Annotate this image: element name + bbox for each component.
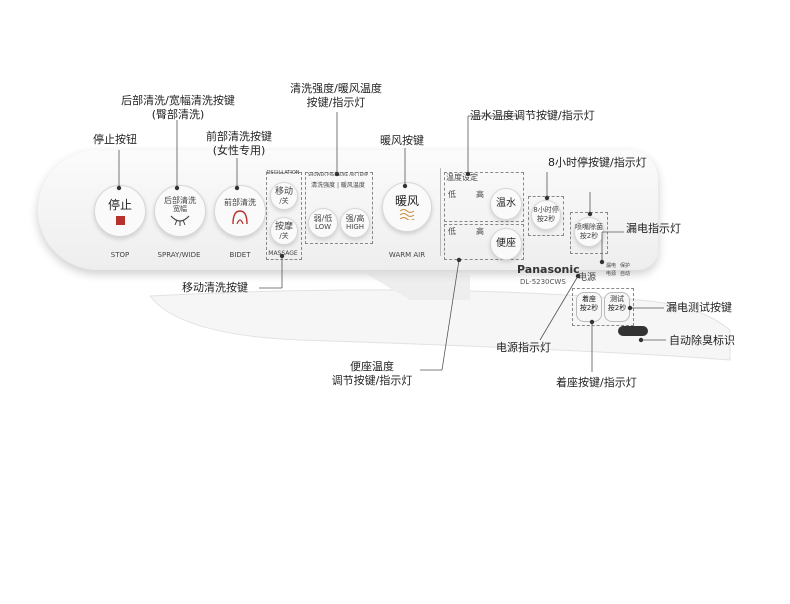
label-strength-line1: 清洗强度/暖风温度	[290, 82, 382, 95]
warm-air-icon	[399, 209, 415, 220]
stop-button[interactable]: 停止	[94, 185, 146, 237]
status-power: 电源	[606, 271, 617, 277]
seat-temp-low: 低	[448, 227, 456, 236]
bidet-button[interactable]: 前部清洗	[214, 185, 266, 237]
brand-logo: Panasonic	[517, 263, 580, 276]
water-temp-button[interactable]: 温水	[490, 188, 522, 220]
label-seat-button: 着座按键/指示灯	[556, 376, 637, 389]
high-button-label: 强/高	[345, 214, 365, 223]
nozzle-button[interactable]: 喷嘴除菌 按2秒	[574, 217, 604, 247]
timer-button-label: 8小时停	[533, 206, 559, 214]
massage-button-sub: /关	[279, 231, 289, 240]
high-button[interactable]: 强/高 HIGH	[340, 208, 370, 238]
seat-temp-button-label: 便座	[496, 238, 516, 249]
label-spray-line1: 后部清洗/宽幅清洗按键	[121, 94, 235, 107]
label-seat-temp-line2: 调节按键/指示灯	[331, 374, 413, 387]
stop-caption: STOP	[110, 251, 130, 259]
power-label: 电源	[578, 273, 597, 283]
spray-button-label: 后部清洗	[164, 196, 196, 205]
label-stop-button: 停止按钮	[93, 133, 137, 146]
model-number: DL-5230CWS	[520, 278, 566, 286]
water-temp-button-label: 温水	[496, 198, 516, 209]
spray-button-sub: 宽幅	[173, 205, 187, 213]
seat-button[interactable]: 着座 按2秒	[576, 292, 602, 322]
nozzle-button-sub: 按2秒	[579, 232, 599, 240]
high-button-sub: HIGH	[345, 223, 365, 231]
bidet-caption: BIDET	[229, 251, 251, 259]
label-power-indicator: 电源指示灯	[496, 341, 551, 354]
label-water-temp-button: 温水温度调节按键/指示灯	[470, 109, 595, 122]
warm-air-caption: WARM AIR	[388, 251, 426, 259]
massage-caption: MASSAGE	[268, 250, 298, 257]
massage-button-label: 按摩	[274, 221, 293, 232]
label-leak-test-button: 漏电测试按键	[666, 301, 732, 314]
seat-test-box	[572, 288, 634, 326]
deodorize-badge	[618, 326, 648, 336]
warm-air-button[interactable]: 暖风	[382, 182, 432, 232]
test-button-sub: 按2秒	[607, 304, 627, 312]
label-spray-line2: (臀部清洗)	[151, 108, 205, 121]
panel-divider	[440, 168, 441, 256]
label-leak-indicator: 漏电指示灯	[626, 222, 681, 235]
label-seat-temp-button: 便座温度 调节按键/指示灯	[322, 360, 422, 388]
water-temp-header: 温度设定	[446, 173, 478, 182]
low-button-label: 弱/低	[313, 214, 333, 223]
water-temp-box	[444, 172, 524, 222]
status-auto: 自动	[620, 271, 631, 277]
test-button[interactable]: 测试 按2秒	[604, 292, 630, 322]
label-strength-line2: 按键/指示灯	[306, 96, 366, 109]
massage-button[interactable]: 按摩 /关	[270, 217, 298, 245]
warm-air-button-label: 暖风	[394, 194, 419, 208]
label-bidet-button: 前部清洗按键 (女性专用)	[196, 130, 282, 158]
label-strength-button: 清洗强度/暖风温度 按键/指示灯	[283, 82, 389, 110]
label-bidet-line1: 前部清洗按键	[206, 130, 272, 143]
bidet-button-label: 前部清洗	[224, 197, 256, 207]
oscillation-button-label: 移动	[274, 186, 293, 197]
seat-temp-box	[444, 224, 524, 260]
spray-caption: SPRAY/WIDE	[157, 251, 201, 259]
seat-button-label: 着座	[582, 295, 596, 303]
low-button[interactable]: 弱/低 LOW	[308, 208, 338, 238]
oscillation-button-sub: /关	[279, 196, 289, 205]
low-button-sub: LOW	[314, 223, 332, 231]
seat-temp-button[interactable]: 便座	[490, 228, 522, 260]
label-timer-button: 8小时停按键/指示灯	[548, 156, 647, 169]
oscillation-button[interactable]: 移动 /关	[270, 182, 298, 210]
status-protect: 保护	[620, 263, 631, 269]
timer-button[interactable]: 8小时停 按2秒	[531, 200, 561, 230]
spray-icon	[170, 215, 190, 226]
nozzle-button-label: 喷嘴除菌	[575, 223, 603, 231]
oscillation-top-caption: OSCILLATION	[266, 170, 300, 176]
strength-group-box	[305, 172, 373, 244]
timer-button-sub: 按2秒	[536, 215, 556, 223]
stop-button-label: 停止	[107, 197, 132, 212]
spray-button[interactable]: 后部清洗 宽幅	[154, 185, 206, 237]
water-temp-low: 低	[448, 190, 456, 199]
seat-temp-high: 高	[476, 227, 484, 236]
seat-button-sub: 按2秒	[579, 304, 599, 312]
oscillation-group-box	[266, 172, 302, 260]
label-warm-air-button: 暖风按键	[380, 134, 424, 147]
status-leak: 漏电	[606, 263, 617, 269]
label-bidet-line2: (女性专用)	[212, 144, 266, 157]
label-oscillation-button: 移动清洗按键	[182, 281, 248, 294]
label-spray-button: 后部清洗/宽幅清洗按键 (臀部清洗)	[110, 94, 246, 122]
bidet-icon	[232, 209, 248, 224]
label-auto-deodorize: 自动除臭标识	[669, 334, 735, 347]
test-button-label: 测试	[610, 295, 624, 303]
label-seat-temp-line1: 便座温度	[350, 360, 394, 373]
strength-top-caption-cn: 清洗强度 | 暖风温度	[311, 182, 365, 189]
water-temp-high: 高	[476, 190, 484, 199]
stop-square-icon	[115, 215, 125, 225]
